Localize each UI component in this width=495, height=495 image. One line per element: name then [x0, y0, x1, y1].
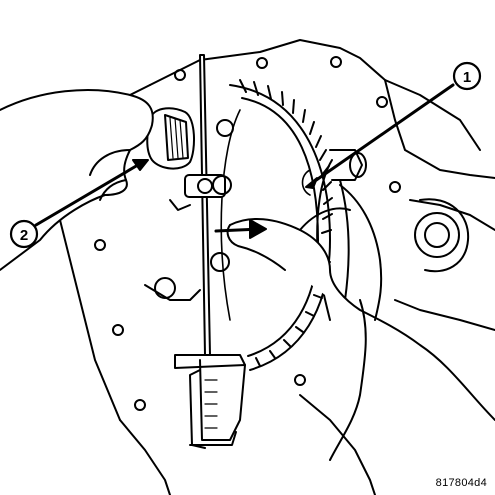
dial-indicator-assembly — [144, 54, 246, 449]
callout-2-marker: 2 — [9, 219, 39, 249]
callout-2-label: 2 — [20, 227, 28, 244]
callout-1-marker: 1 — [452, 61, 482, 91]
callout-leaders — [34, 83, 455, 227]
differential-housing — [59, 39, 495, 495]
figure-code: 817804d4 — [435, 477, 487, 489]
push-direction-arrow — [214, 219, 267, 239]
callout-1-label: 1 — [463, 69, 471, 86]
